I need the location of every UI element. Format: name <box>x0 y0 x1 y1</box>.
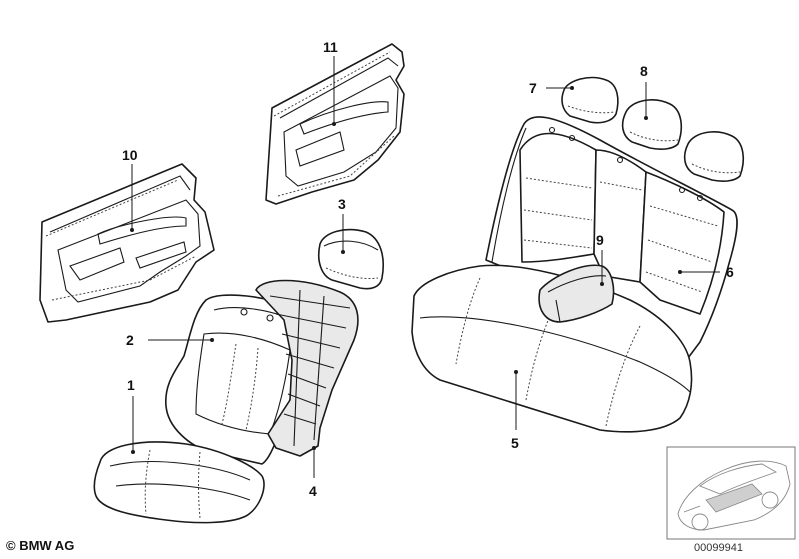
callout-6: 6 <box>678 264 734 280</box>
callout-5: 5 <box>511 370 519 451</box>
callout-10: 10 <box>122 147 138 232</box>
callout-label: 3 <box>338 196 346 212</box>
backrest-frame[interactable] <box>255 279 359 457</box>
document-number: 00099941 <box>694 542 743 554</box>
rear-bench-seat[interactable] <box>411 116 738 433</box>
headrest-right[interactable] <box>683 131 745 182</box>
callout-label: 11 <box>323 39 338 55</box>
center-armrest[interactable] <box>538 264 615 323</box>
callout-8: 8 <box>640 63 648 120</box>
seat-cushion-cover[interactable] <box>93 441 265 524</box>
headrest-center[interactable] <box>621 99 683 150</box>
callout-label: 5 <box>511 435 519 451</box>
callout-label: 10 <box>122 147 138 163</box>
callout-label: 1 <box>127 377 135 393</box>
callout-1: 1 <box>127 377 135 454</box>
callout-label: 9 <box>596 232 604 248</box>
callout-label: 8 <box>640 63 648 79</box>
callout-label: 2 <box>126 332 134 348</box>
callout-11: 11 <box>323 39 338 126</box>
callout-2: 2 <box>126 332 214 348</box>
copyright-text: © BMW AG <box>6 538 75 553</box>
loose-headrest[interactable] <box>317 228 384 290</box>
callout-3: 3 <box>338 196 346 254</box>
vehicle-locator-thumbnail <box>666 446 796 540</box>
front-door-trim-panel[interactable] <box>39 163 215 323</box>
callout-label: 6 <box>726 264 734 280</box>
callout-label: 4 <box>309 483 317 499</box>
callout-label: 7 <box>529 80 537 96</box>
headrest-left[interactable] <box>561 76 619 124</box>
callout-4: 4 <box>309 446 317 499</box>
callout-7: 7 <box>529 80 574 96</box>
callout-9: 9 <box>596 232 604 286</box>
